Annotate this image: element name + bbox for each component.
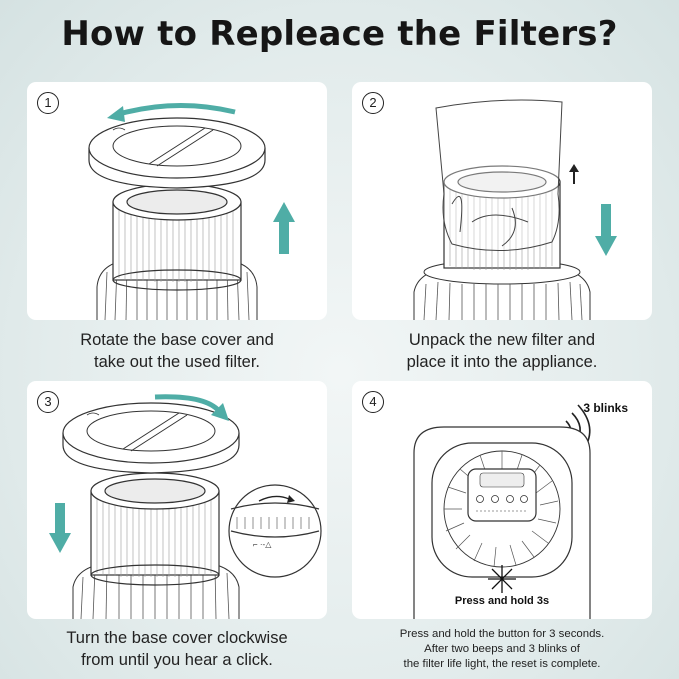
blinks-label: 3 blinks <box>583 401 628 415</box>
step-2-caption: Unpack the new filter and place it into … <box>342 329 662 373</box>
step-number: 2 <box>362 92 384 114</box>
filter-cylinder <box>113 184 241 290</box>
page-title: How to Repleace the Filters? <box>0 14 679 54</box>
rotate-arrow-icon <box>119 105 235 114</box>
filter-cylinder <box>91 473 219 585</box>
down-arrow-icon <box>49 503 71 553</box>
step-1-panel: 1 <box>27 82 327 320</box>
step-4-illustration <box>352 381 652 619</box>
step-3-panel: 3 <box>27 381 327 619</box>
step-number: 4 <box>362 391 384 413</box>
step-4-caption: Press and hold the button for 3 seconds.… <box>342 627 662 672</box>
step-2-panel: 2 <box>352 82 652 320</box>
small-up-arrow-icon <box>569 164 579 184</box>
svg-text:⌐ ·-△: ⌐ ·-△ <box>253 540 272 549</box>
down-arrow-icon <box>595 204 617 256</box>
step-number: 1 <box>37 92 59 114</box>
step-3-illustration: ⌐ ·-△ <box>27 381 327 619</box>
click-detail-zoom: ⌐ ·-△ <box>229 485 321 577</box>
step-2-illustration <box>352 82 652 320</box>
step-1-caption: Rotate the base cover and take out the u… <box>17 329 337 373</box>
press-hold-label: Press and hold 3s <box>352 595 652 607</box>
step-4-panel: 4 <box>352 381 652 619</box>
up-arrow-icon <box>273 202 295 254</box>
base-cover <box>89 118 265 188</box>
step-number: 3 <box>37 391 59 413</box>
press-hold-icon <box>488 565 516 593</box>
step-3-caption: Turn the base cover clockwise from until… <box>17 627 337 671</box>
purifier-base <box>414 260 590 320</box>
packaging-bag <box>436 100 562 251</box>
step-1-illustration <box>27 82 327 320</box>
